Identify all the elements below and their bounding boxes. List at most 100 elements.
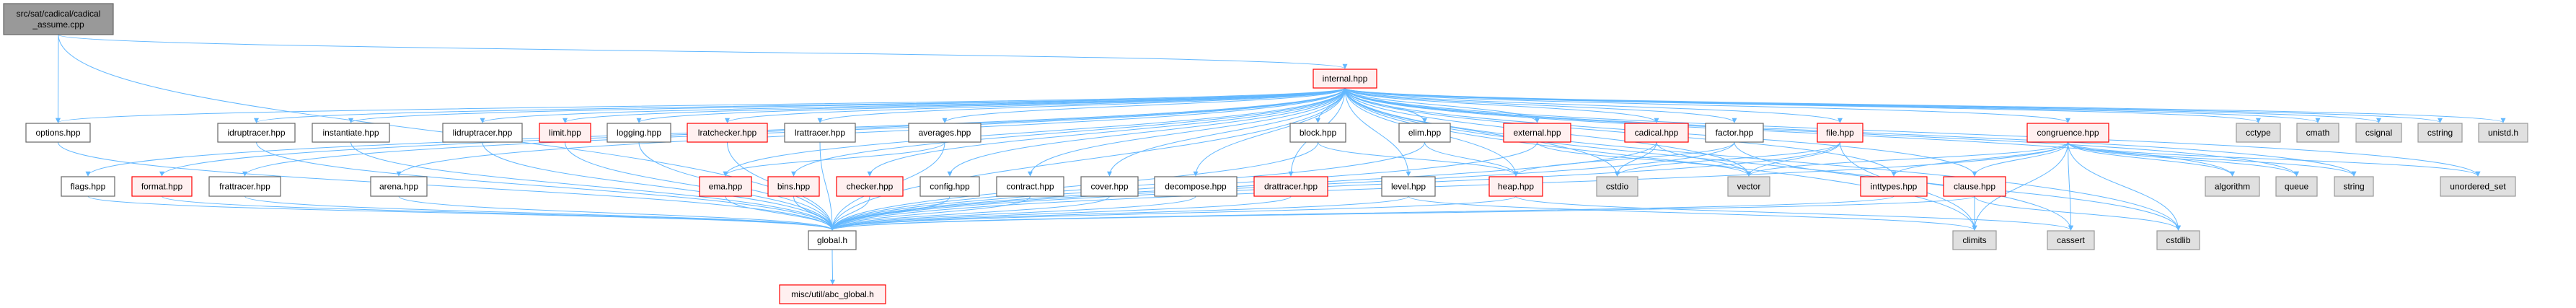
node-bins[interactable]: bins.hpp [767, 176, 820, 197]
node-clause[interactable]: clause.hpp [1943, 176, 2006, 197]
node-limit[interactable]: limit.hpp [539, 123, 591, 143]
node-box[interactable] [1313, 69, 1377, 89]
node-congruence[interactable]: congruence.hpp [2026, 123, 2109, 143]
node-box[interactable] [2478, 123, 2528, 143]
node-box[interactable] [370, 176, 428, 197]
node-box[interactable] [1503, 123, 1571, 143]
node-box[interactable] [61, 176, 115, 197]
node-box[interactable] [312, 123, 390, 143]
node-box[interactable] [2417, 123, 2463, 143]
node-cstring[interactable]: cstring [2417, 123, 2463, 143]
node-flags[interactable]: flags.hpp [61, 176, 115, 197]
node-box[interactable] [1596, 176, 1638, 197]
node-block[interactable]: block.hpp [1289, 123, 1346, 143]
node-internal[interactable]: internal.hpp [1313, 69, 1377, 89]
node-contract[interactable]: contract.hpp [996, 176, 1064, 197]
node-box[interactable] [25, 123, 91, 143]
node-box[interactable] [1154, 176, 1238, 197]
node-box[interactable] [1488, 176, 1543, 197]
node-box[interactable] [606, 123, 671, 143]
node-vector[interactable]: vector [1727, 176, 1770, 197]
node-string[interactable]: string [2334, 176, 2374, 197]
node-box[interactable] [2275, 176, 2318, 197]
node-lidruptracer[interactable]: lidruptracer.hpp [442, 123, 523, 143]
node-box[interactable] [2236, 123, 2281, 143]
node-elim[interactable]: elim.hpp [1398, 123, 1451, 143]
node-box[interactable] [1727, 176, 1770, 197]
node-box[interactable] [996, 176, 1064, 197]
node-external[interactable]: external.hpp [1503, 123, 1571, 143]
node-idruptracer[interactable]: idruptracer.hpp [217, 123, 296, 143]
node-box[interactable] [919, 176, 980, 197]
node-box[interactable] [784, 123, 856, 143]
node-box[interactable] [1943, 176, 2006, 197]
node-inttypes[interactable]: inttypes.hpp [1860, 176, 1928, 197]
node-box[interactable] [2047, 230, 2095, 250]
node-box[interactable] [208, 176, 281, 197]
node-box[interactable] [836, 176, 904, 197]
node-box[interactable] [1860, 176, 1928, 197]
node-cctype[interactable]: cctype [2236, 123, 2281, 143]
node-climits[interactable]: climits [1952, 230, 1997, 250]
node-unistd[interactable]: unistd.h [2478, 123, 2528, 143]
node-box[interactable] [2334, 176, 2374, 197]
node-checker[interactable]: checker.hpp [836, 176, 904, 197]
node-box[interactable] [767, 176, 820, 197]
node-cstdlib[interactable]: cstdlib [2156, 230, 2200, 250]
node-global[interactable]: global.h [808, 230, 857, 250]
node-ema[interactable]: ema.hpp [699, 176, 752, 197]
node-box[interactable] [2205, 176, 2260, 197]
node-cadical[interactable]: cadical.hpp [1624, 123, 1689, 143]
node-box[interactable] [3, 3, 114, 35]
node-cmath[interactable]: cmath [2296, 123, 2339, 143]
node-box[interactable] [1289, 123, 1346, 143]
node-box[interactable] [131, 176, 193, 197]
node-arena[interactable]: arena.hpp [370, 176, 428, 197]
node-decompose[interactable]: decompose.hpp [1154, 176, 1238, 197]
node-level[interactable]: level.hpp [1381, 176, 1436, 197]
node-box[interactable] [908, 123, 982, 143]
node-box[interactable] [699, 176, 752, 197]
node-box[interactable] [779, 284, 886, 304]
node-heap[interactable]: heap.hpp [1488, 176, 1543, 197]
node-logging[interactable]: logging.hpp [606, 123, 671, 143]
node-box[interactable] [808, 230, 857, 250]
node-unordered_set[interactable]: unordered_set [2440, 176, 2516, 197]
node-lratchecker[interactable]: lratchecker.hpp [687, 123, 768, 143]
node-root[interactable]: src/sat/cadical/cadical_assume.cpp [3, 3, 114, 35]
node-algorithm[interactable]: algorithm [2205, 176, 2260, 197]
node-options[interactable]: options.hpp [25, 123, 91, 143]
node-box[interactable] [2156, 230, 2200, 250]
node-factor[interactable]: factor.hpp [1705, 123, 1764, 143]
node-cstdio[interactable]: cstdio [1596, 176, 1638, 197]
node-frattracer[interactable]: frattracer.hpp [208, 176, 281, 197]
node-format[interactable]: format.hpp [131, 176, 193, 197]
node-cover[interactable]: cover.hpp [1080, 176, 1139, 197]
node-box[interactable] [2440, 176, 2516, 197]
node-box[interactable] [687, 123, 768, 143]
node-cassert[interactable]: cassert [2047, 230, 2095, 250]
node-instantiate[interactable]: instantiate.hpp [312, 123, 390, 143]
node-box[interactable] [1952, 230, 1997, 250]
node-box[interactable] [1624, 123, 1689, 143]
node-box[interactable] [1817, 123, 1863, 143]
node-box[interactable] [1705, 123, 1764, 143]
node-box[interactable] [1253, 176, 1328, 197]
node-box[interactable] [1398, 123, 1451, 143]
node-file[interactable]: file.hpp [1817, 123, 1863, 143]
node-box[interactable] [539, 123, 591, 143]
node-averages[interactable]: averages.hpp [908, 123, 982, 143]
node-box[interactable] [2026, 123, 2109, 143]
node-csignal[interactable]: csignal [2355, 123, 2402, 143]
node-abc_global[interactable]: misc/util/abc_global.h [779, 284, 886, 304]
node-box[interactable] [442, 123, 523, 143]
node-drattracer[interactable]: drattracer.hpp [1253, 176, 1328, 197]
node-box[interactable] [2296, 123, 2339, 143]
node-box[interactable] [1080, 176, 1139, 197]
node-queue[interactable]: queue [2275, 176, 2318, 197]
node-box[interactable] [217, 123, 296, 143]
node-config[interactable]: config.hpp [919, 176, 980, 197]
node-box[interactable] [2355, 123, 2402, 143]
node-lrattracer[interactable]: lrattracer.hpp [784, 123, 856, 143]
node-box[interactable] [1381, 176, 1436, 197]
